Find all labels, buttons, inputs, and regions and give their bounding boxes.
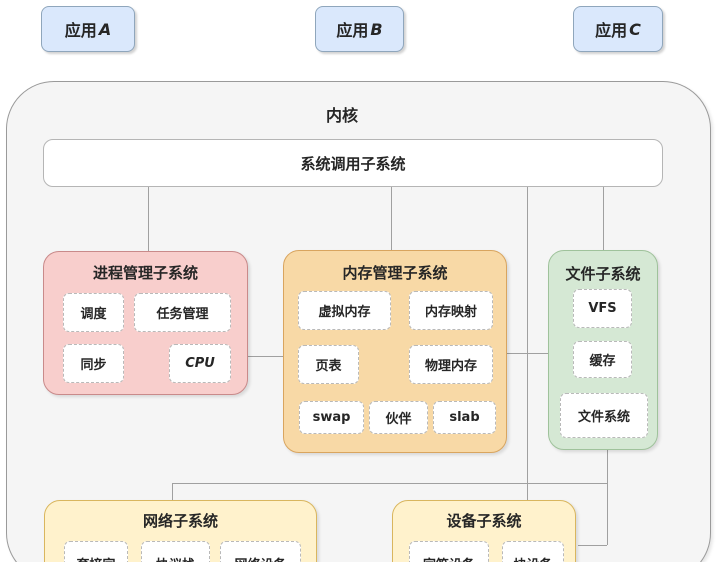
connector-file-device (578, 545, 607, 546)
memory-subsystem: 内存管理子系统 虚拟内存 内存映射 页表 物理内存 swap 伙伴 slab (283, 250, 507, 453)
item-vfs: VFS (573, 289, 632, 328)
connector-syscall-memory (391, 187, 392, 250)
item-protocol-stack: 协议栈 (141, 541, 210, 562)
device-subsystem: 设备子系统 字符设备 块设备 (392, 500, 576, 562)
app-a-letter: A (98, 19, 112, 39)
connector-memory-file (507, 353, 548, 354)
item-swap: swap (299, 401, 364, 434)
connector-process-memory (248, 356, 283, 357)
item-sync: 同步 (63, 344, 124, 383)
connector-syscall-file (603, 187, 604, 251)
app-a-label: 应用 (64, 21, 97, 40)
connector-file-down (607, 450, 608, 545)
process-subsystem: 进程管理子系统 调度 任务管理 同步 CPU (43, 251, 248, 395)
network-subsystem-title: 网络子系统 (142, 512, 218, 530)
connector-syscall-process (148, 187, 149, 251)
item-cache: 缓存 (573, 341, 632, 378)
file-subsystem-title: 文件子系统 (565, 265, 641, 283)
item-memory-mapping: 内存映射 (409, 291, 493, 330)
connector-branch-network (172, 483, 173, 500)
item-physical-memory: 物理内存 (409, 345, 493, 384)
app-c-letter: C (629, 19, 641, 39)
file-subsystem: 文件子系统 VFS 缓存 文件系统 (548, 250, 658, 450)
app-b-label: 应用 (336, 21, 369, 40)
memory-subsystem-title: 内存管理子系统 (342, 264, 448, 282)
item-filesystem: 文件系统 (560, 393, 648, 438)
item-cpu: CPU (169, 344, 231, 383)
network-subsystem: 网络子系统 套接字 协议栈 网络设备 (44, 500, 317, 562)
app-b-letter: B (370, 19, 383, 39)
device-subsystem-title: 设备子系统 (446, 512, 522, 530)
item-scheduling: 调度 (63, 293, 124, 332)
item-task-management: 任务管理 (134, 293, 231, 332)
kernel-title: 内核 (325, 106, 358, 125)
item-block-device: 块设备 (502, 541, 564, 562)
item-slab: slab (433, 401, 496, 434)
item-virtual-memory: 虚拟内存 (298, 291, 391, 330)
item-network-device: 网络设备 (220, 541, 301, 562)
connector-syscall-device (527, 187, 528, 500)
item-socket: 套接字 (64, 541, 128, 562)
app-c-label: 应用 (595, 21, 628, 40)
syscall-subsystem-box: 系统调用子系统 (43, 139, 663, 187)
item-page-table: 页表 (298, 345, 359, 384)
item-buddy: 伙伴 (369, 401, 428, 434)
item-char-device: 字符设备 (409, 541, 489, 562)
process-subsystem-title: 进程管理子系统 (92, 264, 198, 282)
connector-branch-horizontal (172, 483, 607, 484)
